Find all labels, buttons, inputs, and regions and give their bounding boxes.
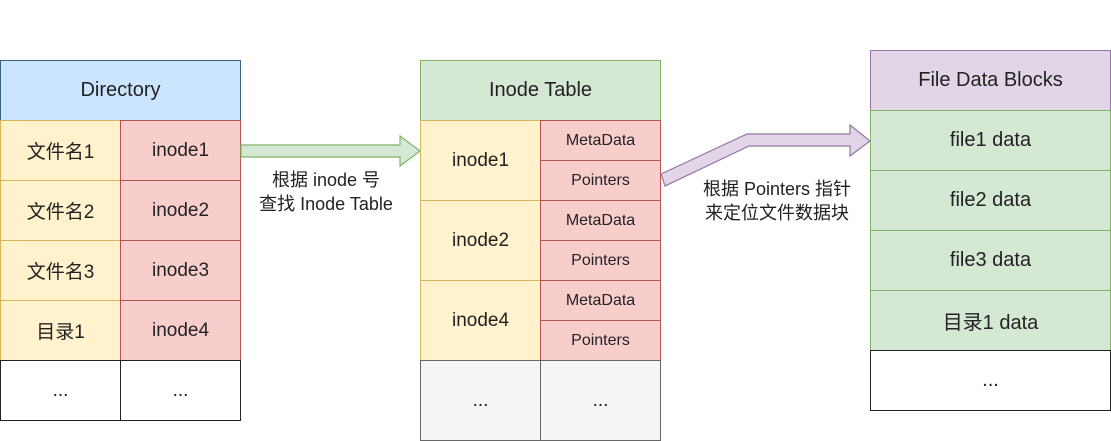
file-data-blocks-title: File Data Blocks xyxy=(870,50,1111,111)
directory-ellipsis-inode: ... xyxy=(120,360,241,421)
directory-inode-3: inode3 xyxy=(120,240,241,301)
inode-table-pointers-2: Pointers xyxy=(540,240,661,281)
directory-filename-1: 文件名1 xyxy=(0,120,121,181)
directory-inode-4: inode4 xyxy=(120,300,241,361)
inode-table-metadata-4: MetaData xyxy=(540,280,661,321)
inode-table-title: Inode Table xyxy=(420,60,661,121)
inode-table-pointers-1: Pointers xyxy=(540,160,661,201)
dir-to-inode-label-line1: 根据 inode 号 xyxy=(271,170,381,190)
file-data-block-2: file2 data xyxy=(870,170,1111,231)
inode-table-metadata-1: MetaData xyxy=(540,120,661,161)
inode-table-metadata-2: MetaData xyxy=(540,200,661,241)
inode-to-data-label-line1: 根据 Pointers 指针 xyxy=(702,179,852,199)
inode-table-ellipsis-right: ... xyxy=(540,360,661,441)
inode-to-data-label: 根据 Pointers 指针 来定位文件数据块 xyxy=(682,177,872,225)
directory-ellipsis-name: ... xyxy=(0,360,121,421)
directory-title: Directory xyxy=(0,60,241,121)
directory-filename-4: 目录1 xyxy=(0,300,121,361)
inode-table-inode-1: inode1 xyxy=(420,120,541,201)
directory-inode-2: inode2 xyxy=(120,180,241,241)
file-data-blocks-ellipsis: ... xyxy=(870,350,1111,411)
directory-data-block-1: 目录1 data xyxy=(870,290,1111,351)
dir-to-inode-label-line2: 查找 Inode Table xyxy=(259,194,393,214)
inode-table-pointers-4: Pointers xyxy=(540,320,661,361)
file-data-block-3: file3 data xyxy=(870,230,1111,291)
inode-table-ellipsis-left: ... xyxy=(420,360,541,441)
inode-to-data-label-line2: 来定位文件数据块 xyxy=(705,203,849,223)
inode-table-inode-4: inode4 xyxy=(420,280,541,361)
inode-to-data-arrow xyxy=(660,123,871,187)
directory-filename-3: 文件名3 xyxy=(0,240,121,301)
inode-table-inode-2: inode2 xyxy=(420,200,541,281)
dir-to-inode-arrow xyxy=(240,134,421,168)
dir-to-inode-label: 根据 inode 号 查找 Inode Table xyxy=(241,168,411,216)
directory-inode-1: inode1 xyxy=(120,120,241,181)
